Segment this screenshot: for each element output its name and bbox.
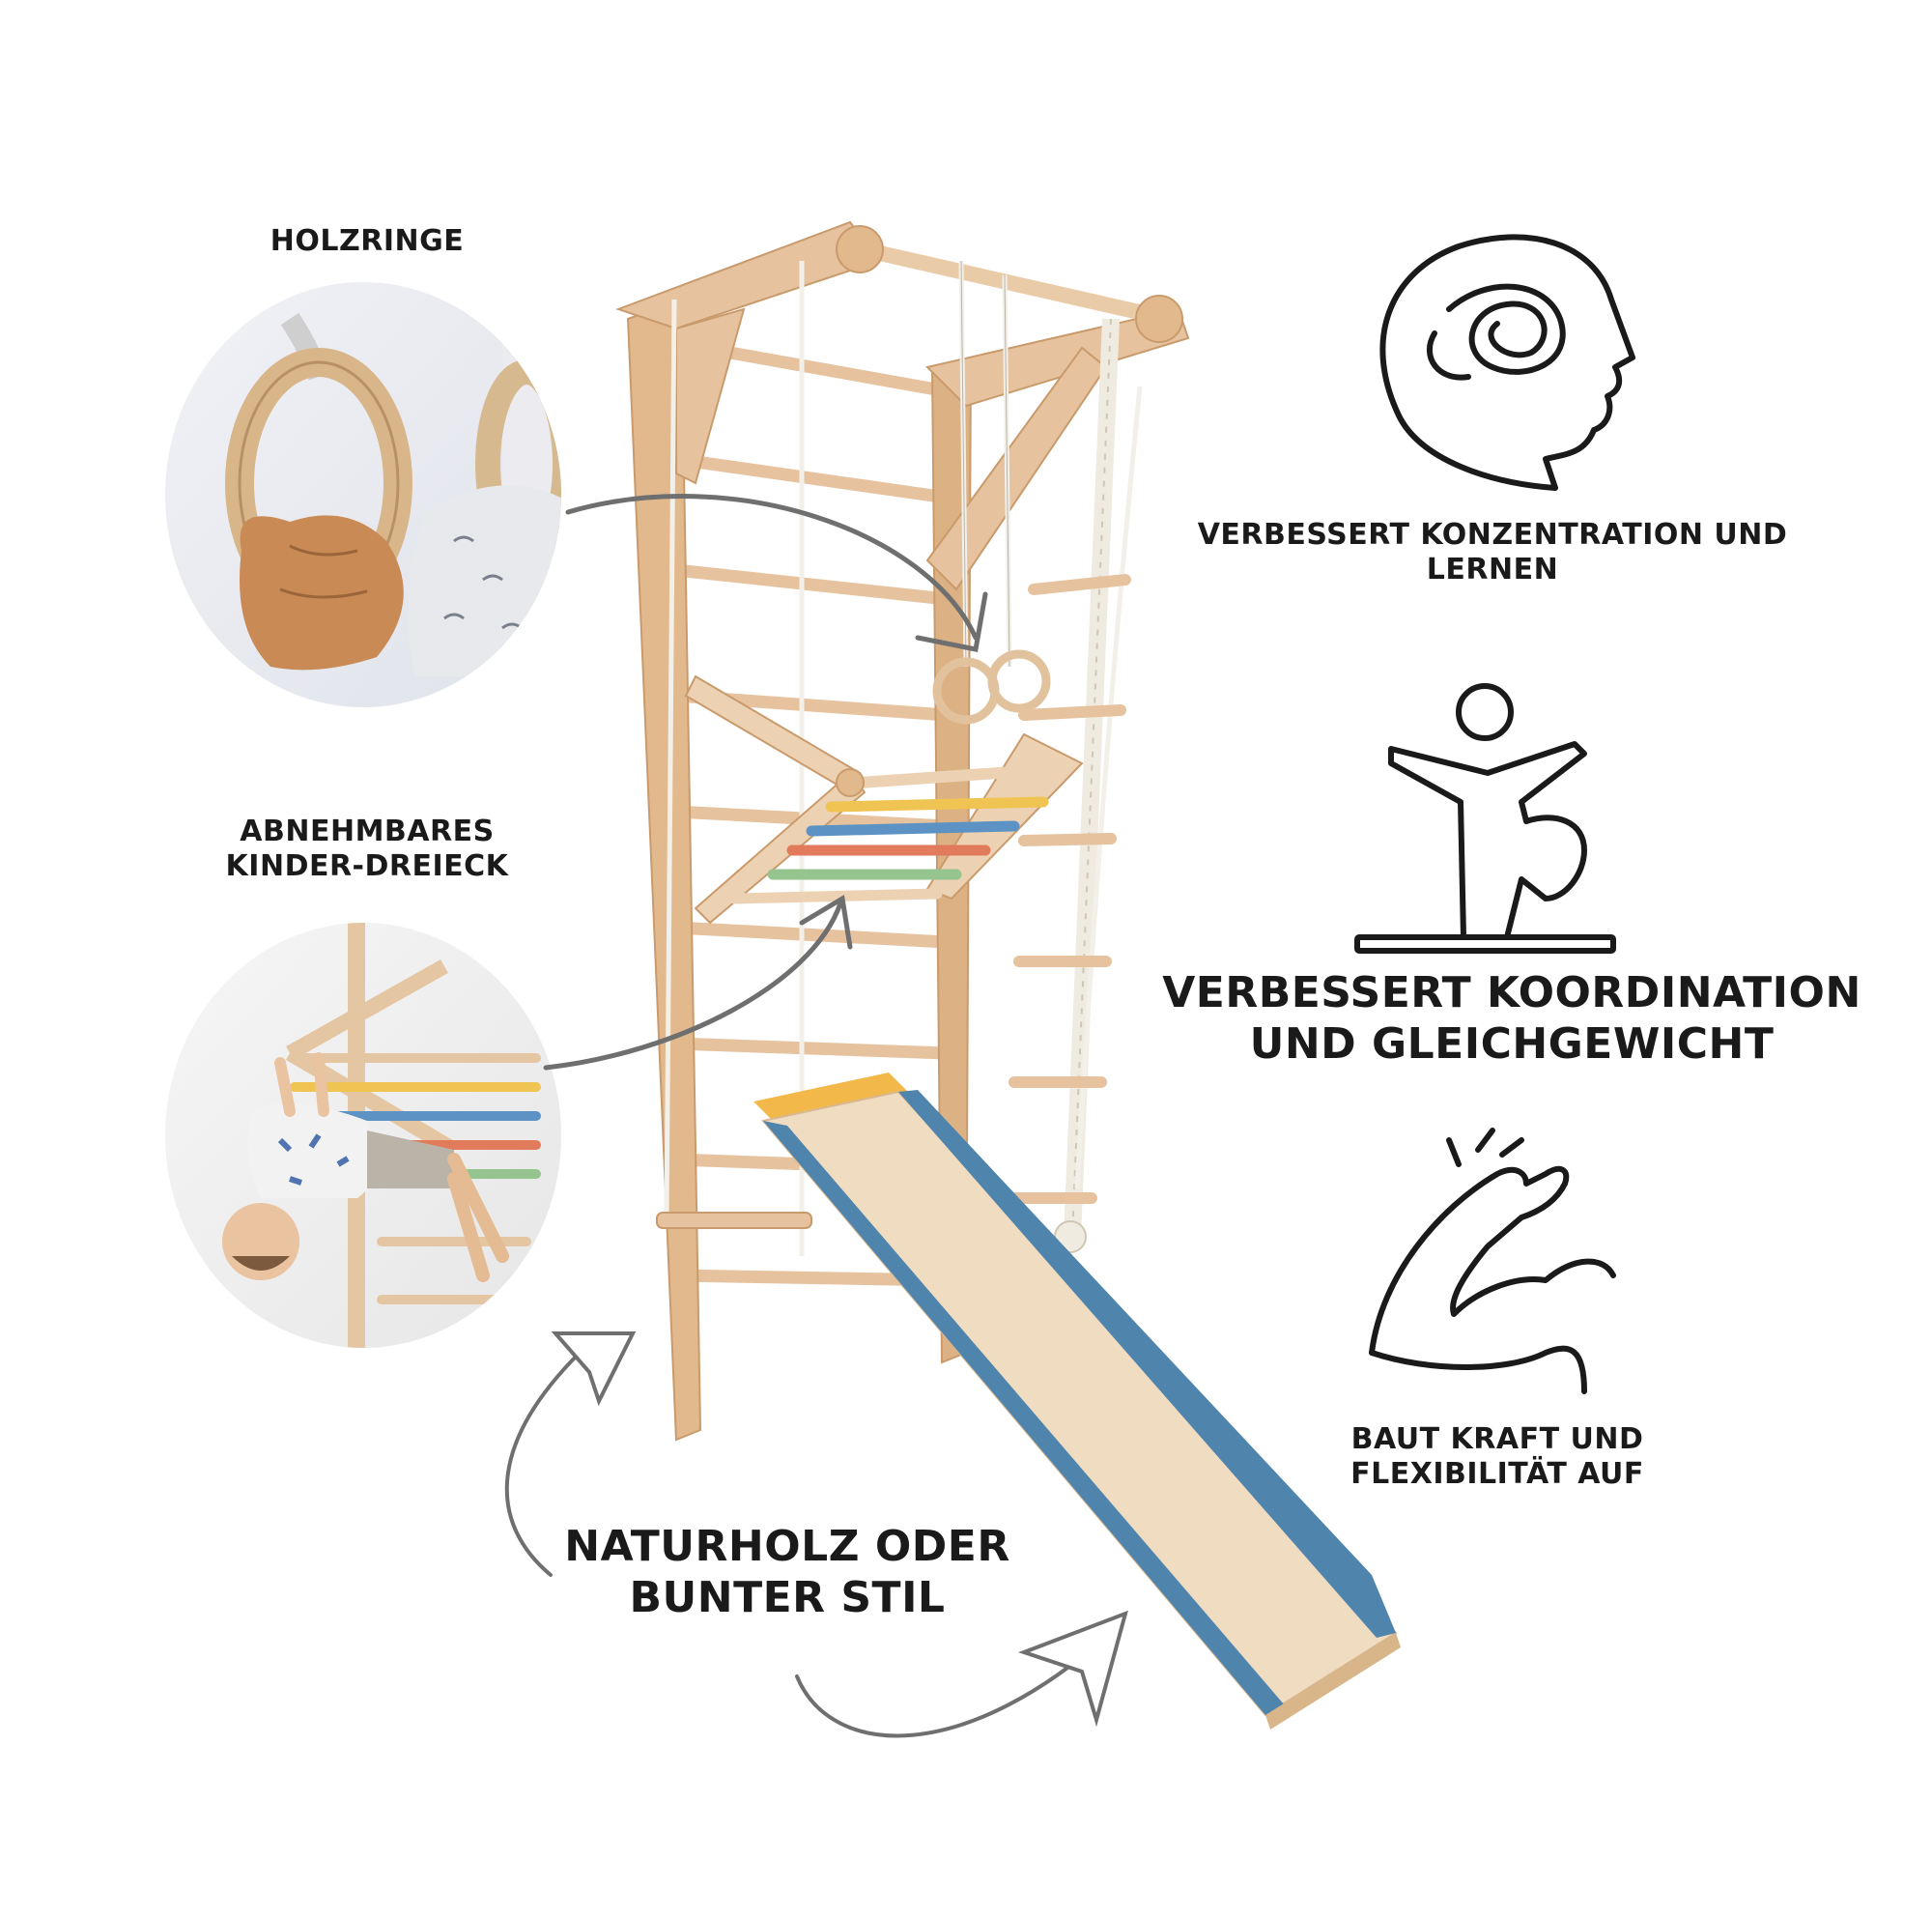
rope-ladder bbox=[1009, 318, 1143, 1253]
balance-person-icon bbox=[1354, 683, 1616, 954]
label-strength-line2: FLEXIBILITÄT AUF bbox=[1350, 1457, 1644, 1491]
label-triangle-line1: ABNEHMBARES bbox=[240, 815, 495, 848]
label-coordination-line2: UND GLEICHGEWICHT bbox=[1249, 1018, 1775, 1069]
label-coordination: VERBESSERT KOORDINATION UND GLEICHGEWICH… bbox=[1145, 968, 1879, 1071]
label-concentration-line2: LERNEN bbox=[1426, 553, 1559, 587]
photo-triangle-circle bbox=[165, 923, 561, 1348]
arrows bbox=[504, 494, 1128, 1738]
label-wood-style-line1: NATURHOLZ ODER bbox=[564, 1522, 1010, 1571]
label-concentration: VERBESSERT KONZENTRATION UND LERNEN bbox=[1154, 518, 1831, 587]
label-coordination-line1: VERBESSERT KOORDINATION bbox=[1162, 968, 1861, 1017]
climbing-triangle bbox=[684, 674, 1084, 925]
brain-head-icon bbox=[1379, 234, 1635, 491]
label-strength-line1: BAUT KRAFT UND bbox=[1350, 1422, 1644, 1456]
label-concentration-line1: VERBESSERT KONZENTRATION UND bbox=[1197, 518, 1788, 552]
label-triangle: ABNEHMBARES KINDER-DREIECK bbox=[193, 815, 541, 884]
label-triangle-line2: KINDER-DREIECK bbox=[225, 849, 509, 883]
photo-rings-circle bbox=[165, 282, 561, 707]
slide-board bbox=[753, 1073, 1401, 1730]
label-strength: BAUT KRAFT UND FLEXIBILITÄT AUF bbox=[1294, 1422, 1700, 1492]
label-rings: HOLZRINGE bbox=[270, 224, 465, 258]
flexed-arm-icon bbox=[1369, 1128, 1616, 1394]
label-wood-style: NATURHOLZ ODER BUNTER STIL bbox=[522, 1522, 1053, 1624]
label-wood-style-line2: BUNTER STIL bbox=[629, 1572, 946, 1622]
